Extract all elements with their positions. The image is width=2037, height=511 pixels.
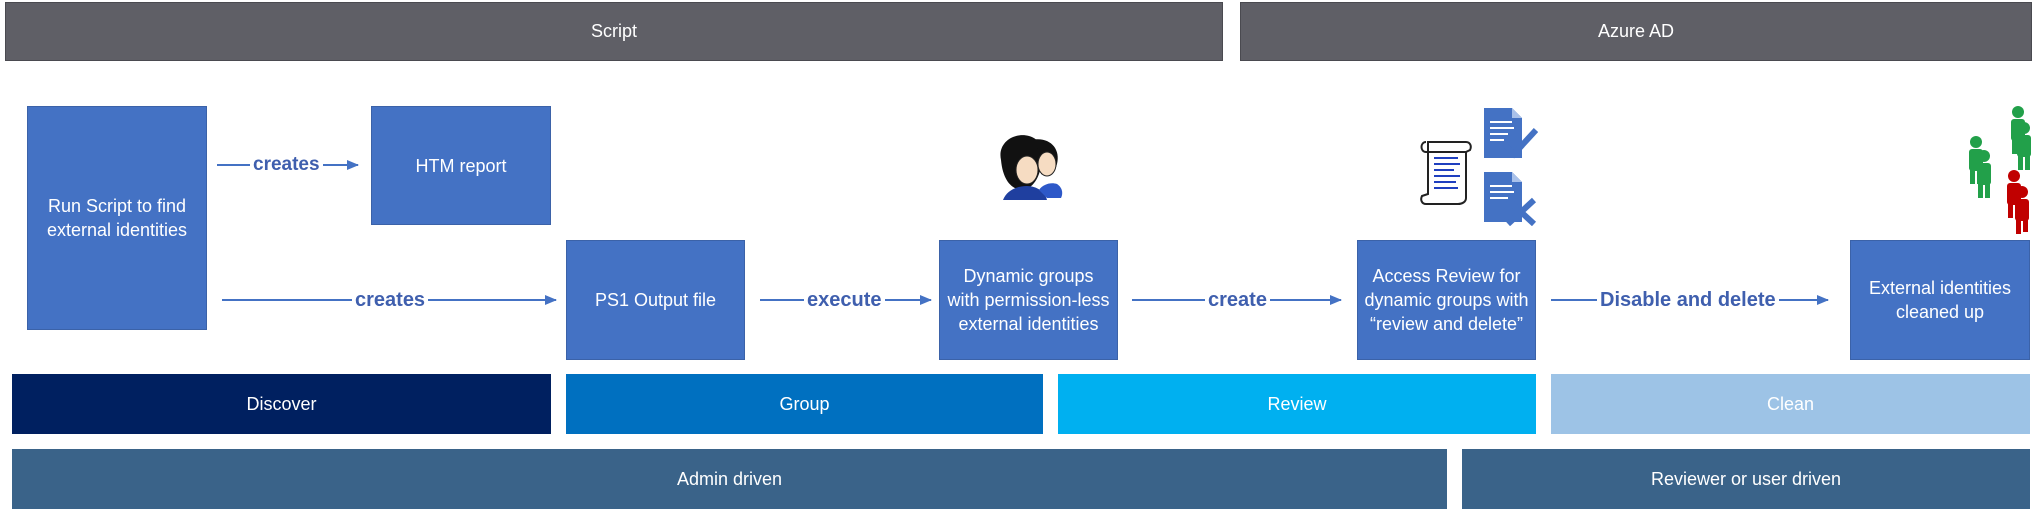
header-script-label: Script bbox=[590, 21, 637, 41]
box-run-script: Run Script to find external identities bbox=[27, 106, 207, 330]
phase-group-label: Group bbox=[779, 393, 830, 414]
label-creates-bottom: creates bbox=[352, 288, 429, 312]
box-cleaned-up: External identities cleaned up bbox=[1850, 240, 2030, 360]
driver-reviewer-label: Reviewer or user driven bbox=[1650, 468, 1842, 489]
box-htm-report-text: HTM report bbox=[415, 155, 507, 176]
box-run-script-text: Run Script to find external identities bbox=[46, 196, 188, 240]
box-htm-report: HTM report bbox=[371, 106, 551, 225]
box-cleaned-up-text: External identities cleaned up bbox=[1868, 278, 2012, 322]
driver-reviewer: Reviewer or user driven bbox=[1462, 449, 2030, 509]
script-scroll-icon bbox=[1420, 141, 1472, 205]
box-dynamic-groups-text: Dynamic groups with permission-less exte… bbox=[947, 266, 1110, 334]
label-execute: execute bbox=[804, 288, 885, 312]
phase-clean: Clean bbox=[1551, 374, 2030, 434]
label-disable-and-delete: Disable and delete bbox=[1597, 288, 1779, 312]
phase-discover: Discover bbox=[12, 374, 551, 434]
phase-group: Group bbox=[566, 374, 1043, 434]
phase-clean-label: Clean bbox=[1766, 393, 1815, 414]
phase-review: Review bbox=[1058, 374, 1536, 434]
box-dynamic-groups: Dynamic groups with permission-less exte… bbox=[939, 240, 1118, 360]
document-deny-icon bbox=[1484, 172, 1537, 226]
label-create: create bbox=[1205, 288, 1270, 312]
box-access-review-text: Access Review for dynamic groups with “r… bbox=[1364, 266, 1529, 334]
driver-admin: Admin driven bbox=[12, 449, 1447, 509]
people-icon bbox=[1000, 135, 1063, 200]
driver-admin-label: Admin driven bbox=[676, 468, 783, 489]
header-azure-ad: Azure AD bbox=[1240, 2, 2032, 61]
users-group-icon bbox=[1969, 106, 2031, 234]
box-ps1-output: PS1 Output file bbox=[566, 240, 745, 360]
label-creates-top: creates bbox=[250, 153, 323, 177]
document-approve-icon bbox=[1484, 108, 1538, 159]
phase-review-label: Review bbox=[1267, 393, 1327, 414]
box-ps1-output-text: PS1 Output file bbox=[594, 290, 717, 310]
phase-discover-label: Discover bbox=[246, 393, 317, 414]
header-azure-label: Azure AD bbox=[1597, 21, 1675, 41]
header-script: Script bbox=[5, 2, 1223, 61]
box-access-review: Access Review for dynamic groups with “r… bbox=[1357, 240, 1536, 360]
